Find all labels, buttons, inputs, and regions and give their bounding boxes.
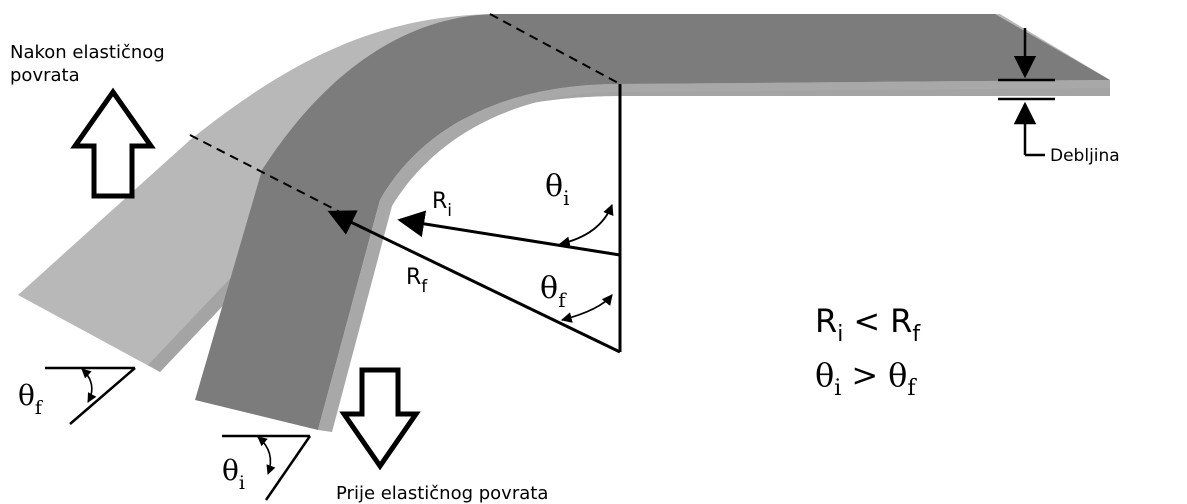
theta-f-arc (560, 294, 613, 323)
label-rf: Rf (406, 265, 428, 297)
label-thickness: Debljina (1050, 146, 1120, 166)
angle-theta-f-bottom (45, 366, 136, 425)
relation-angle: θi>θf (815, 356, 917, 401)
section-lines (189, 13, 621, 213)
radius-geometry (327, 84, 622, 354)
thickness-indicator (998, 28, 1055, 157)
relation-radius: Ri<Rf (815, 302, 921, 347)
theta-i-arc (558, 203, 614, 248)
label-theta-i: θi (545, 169, 569, 210)
label-theta-f: θf (540, 271, 567, 312)
hollow-arrow-down-icon (339, 367, 421, 471)
angle-arcs (558, 203, 614, 323)
label-theta-f-bottom: θf (18, 379, 44, 419)
label-ri: Ri (432, 189, 452, 221)
label-after-springback-line1: Nakon elastičnog (10, 42, 165, 63)
label-before-springback: Prije elastičnog povrata (336, 483, 548, 504)
sheet-before-springback (195, 14, 1110, 432)
angle-theta-i-bottom (222, 434, 312, 501)
hollow-arrow-up-icon (70, 87, 156, 199)
sheet-after-springback (18, 14, 1110, 372)
label-after-springback-line2: povrata (10, 65, 80, 86)
radius-ri-line (397, 210, 621, 257)
radius-rf-line (327, 210, 621, 354)
label-theta-i-bottom: θi (222, 454, 245, 494)
